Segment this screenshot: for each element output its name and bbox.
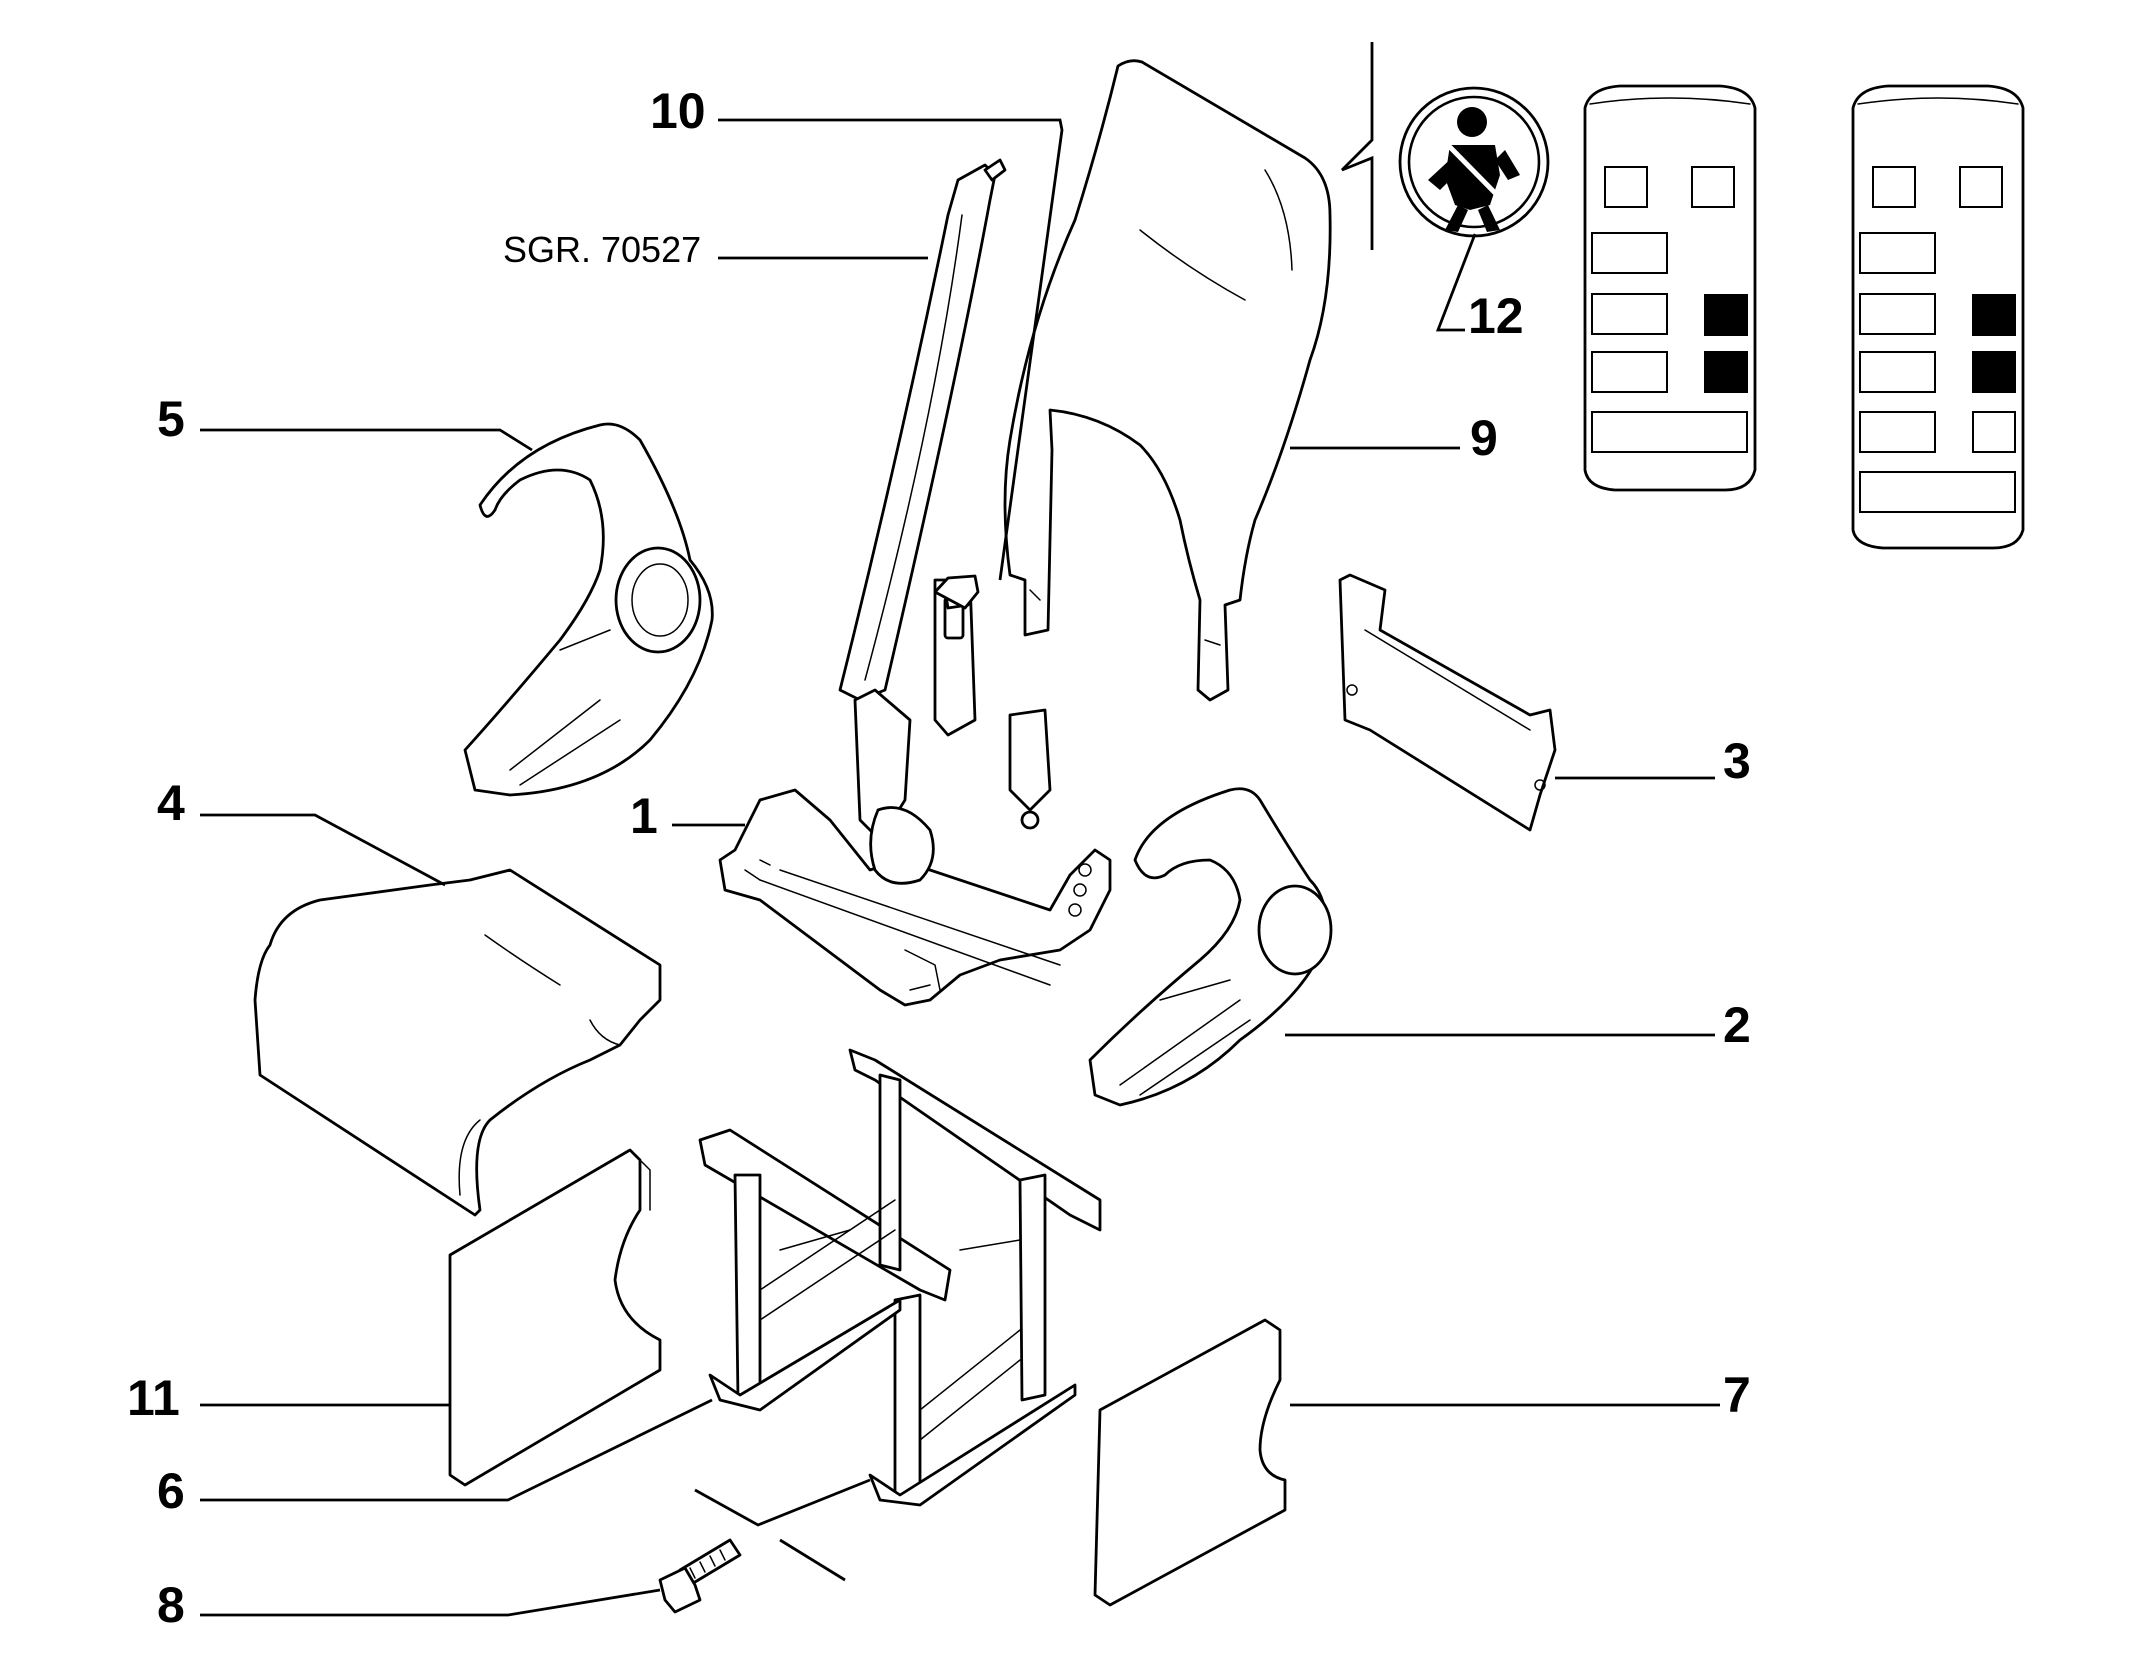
part-10-seat-belt	[838, 158, 1007, 737]
part-11-left-panel	[448, 1148, 662, 1487]
part-6-base-frame	[698, 1048, 1102, 1507]
seat-layout-b	[1851, 84, 2025, 550]
part-4-seat-cushion	[253, 868, 662, 1217]
bolt-guide-line	[694, 1478, 871, 1582]
seat-layout-a	[1583, 84, 1757, 492]
callout-4: 4	[157, 775, 185, 831]
callout-1: 1	[630, 788, 658, 844]
callout-7: 7	[1723, 1367, 1751, 1423]
callout-2: 2	[1723, 997, 1751, 1053]
callout-12: 12	[1468, 288, 1524, 344]
part-1-seat-frame	[718, 688, 1112, 1007]
part-12-seatbelt-label	[1398, 86, 1550, 238]
callout-6: 6	[157, 1463, 185, 1519]
seatbelt-person-icon	[1428, 107, 1520, 232]
callout-8: 8	[157, 1577, 185, 1633]
callout-9: 9	[1470, 410, 1498, 466]
drawing-reference: SGR. 70527	[503, 229, 701, 270]
part-7-right-panel	[1093, 1318, 1287, 1607]
part-9-backrest	[1003, 59, 1332, 702]
callout-11: 11	[127, 1370, 180, 1426]
part-2-right-side-cover	[1088, 787, 1333, 1107]
callout-5: 5	[157, 391, 185, 447]
callout-3: 3	[1723, 733, 1751, 789]
cut-line	[1341, 42, 1374, 250]
part-3-rear-bracket	[1338, 573, 1557, 832]
callout-labels: 10 5 4 1 9 12 3 2 11 6 8 7 SGR. 70527	[127, 83, 1751, 1633]
belt-clip	[933, 574, 980, 610]
part-5-left-side-cover	[463, 422, 714, 797]
callout-10: 10	[650, 83, 706, 139]
leader-lines	[200, 118, 1720, 1617]
part-8-bolt	[658, 1538, 742, 1614]
